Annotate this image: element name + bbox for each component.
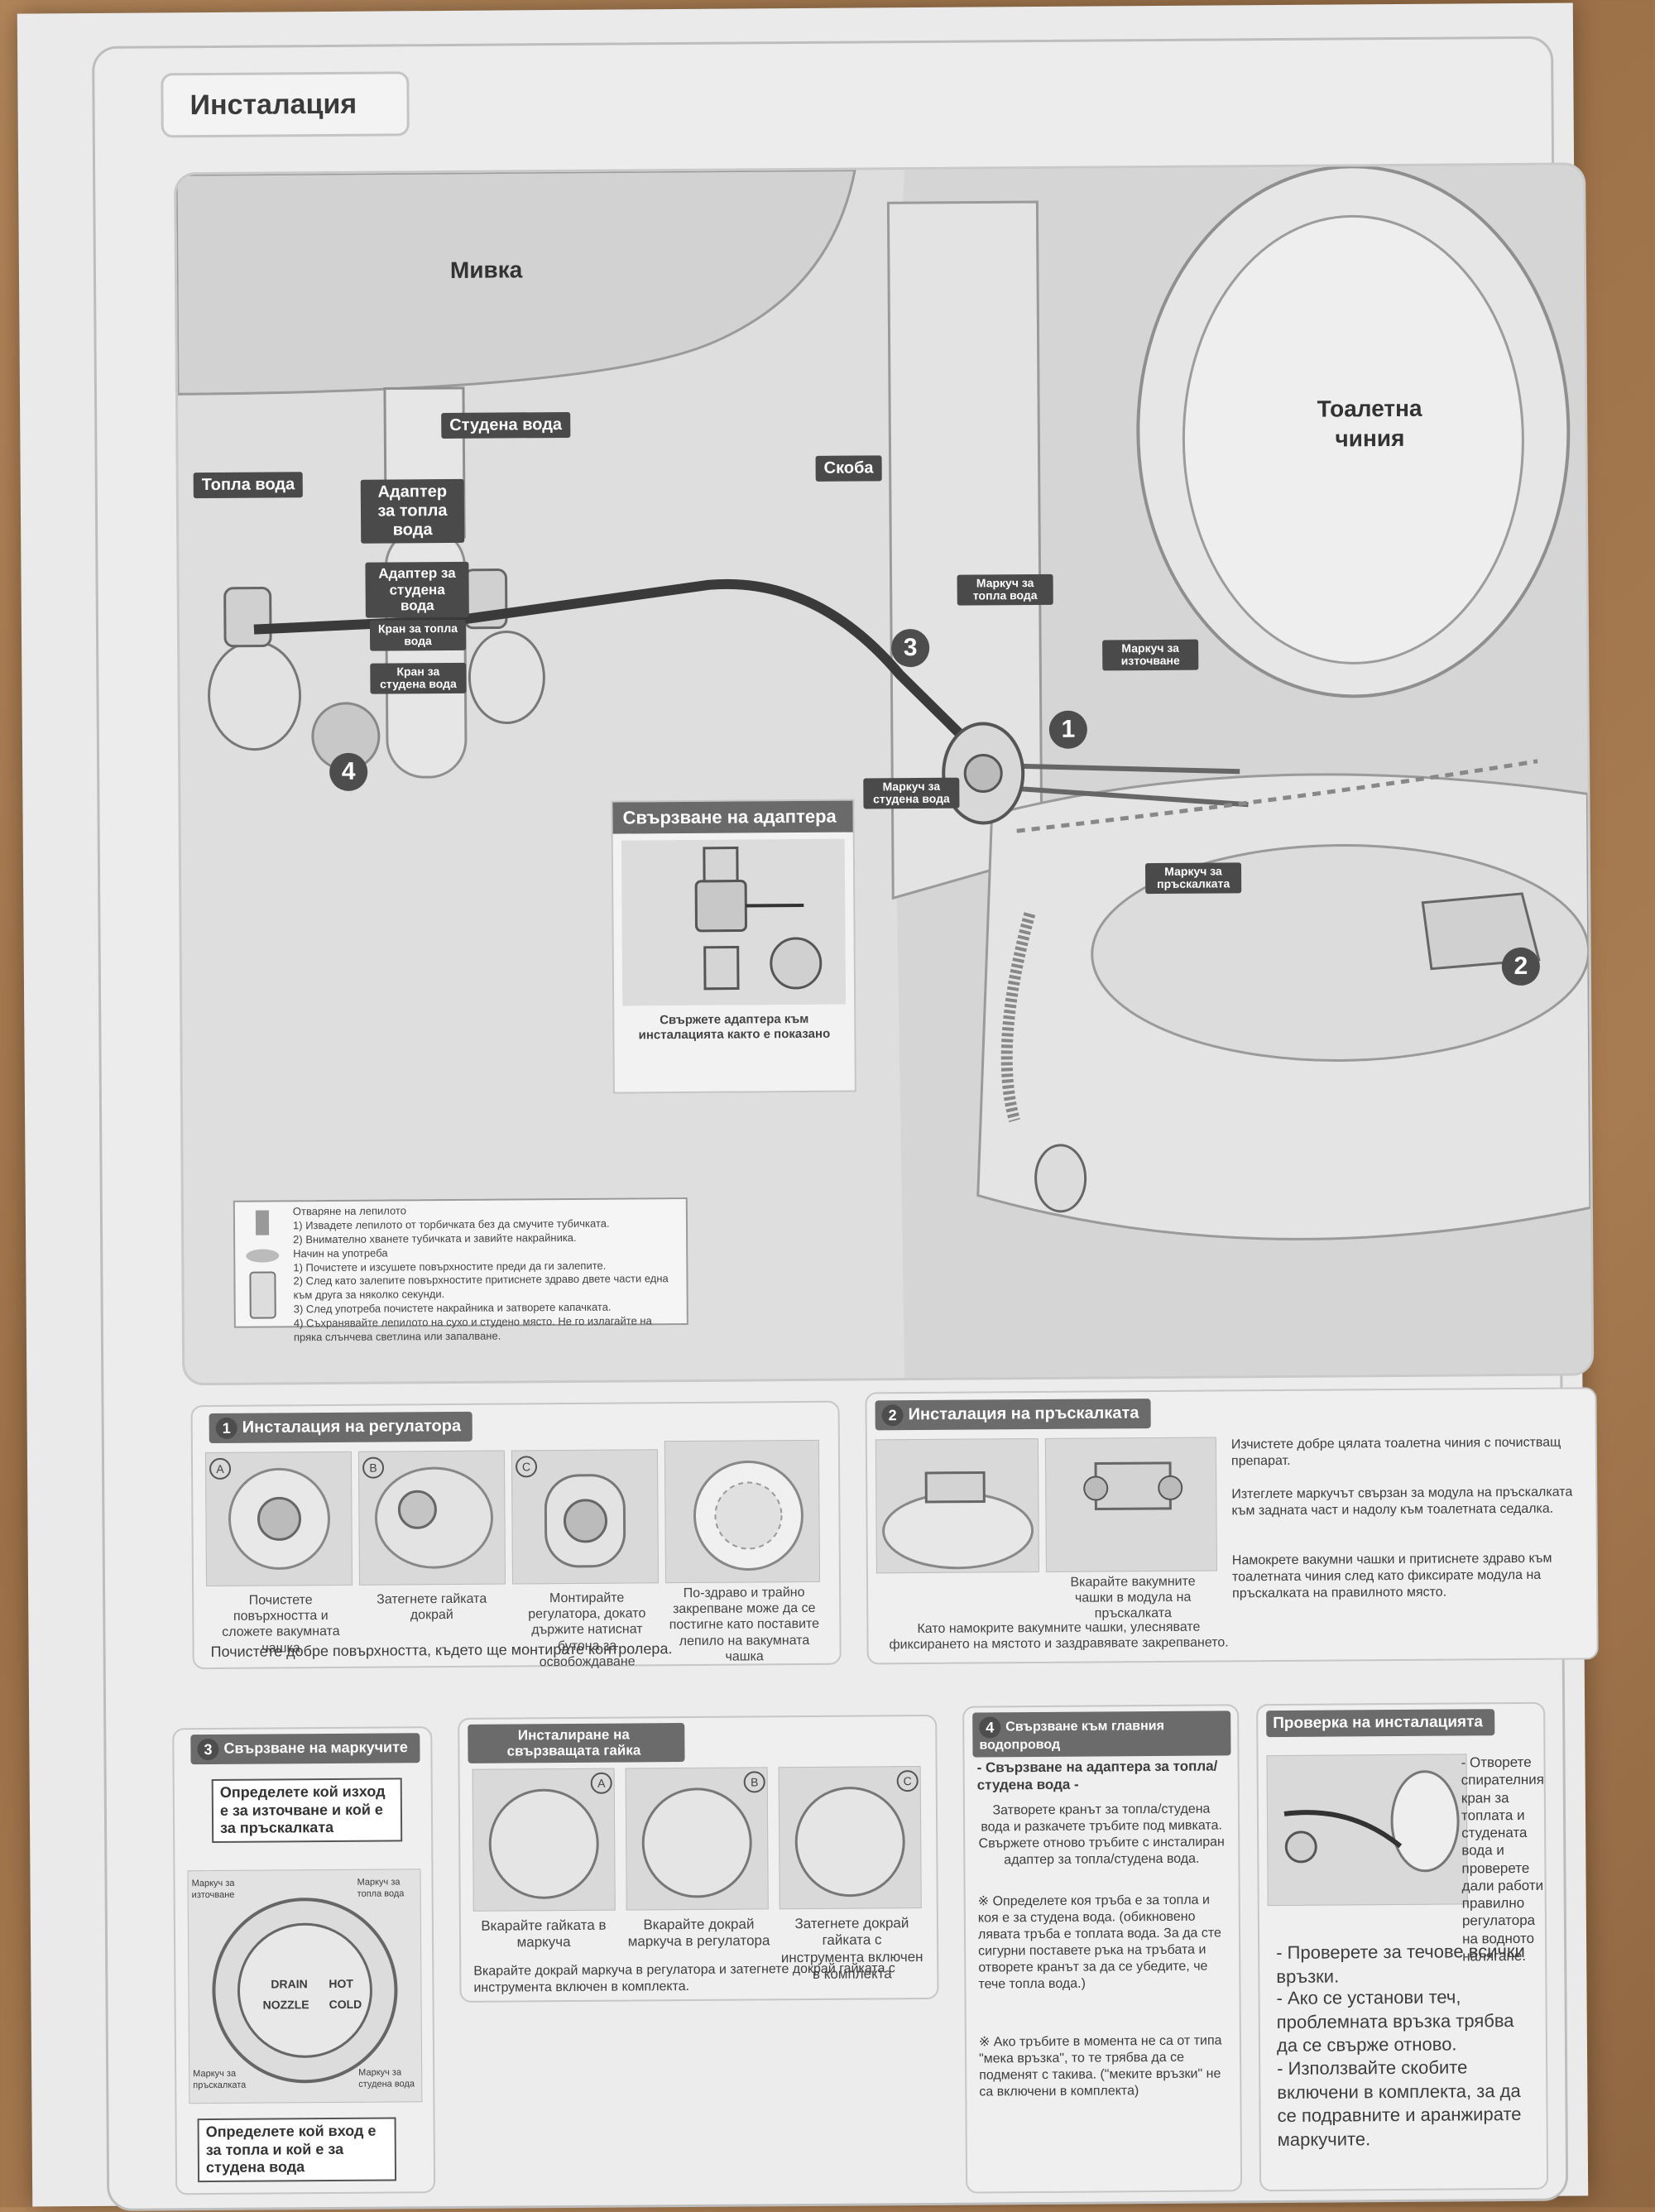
port-hot: HOT	[329, 1976, 354, 1991]
glue-line: 4) Съхранявайте лепилото на сухо и студе…	[293, 1314, 652, 1344]
step-number-2: 2	[1501, 947, 1541, 986]
page-title: Инсталация	[161, 71, 410, 138]
step-number-3: 3	[890, 628, 930, 668]
nut-caption-b: Вкарайте докрай маркуча в регулатора	[627, 1916, 770, 1950]
panel-number: 1	[215, 1417, 237, 1439]
check-bullet-2: - Ако се установи теч, проблемната връзк…	[1276, 1986, 1514, 2056]
tag-cold-tap: Кран за студена вода	[370, 662, 467, 694]
regulator-step-b-image	[357, 1450, 506, 1586]
adapter-inset-caption: Свържете адаптера към инсталацията както…	[638, 1011, 831, 1043]
panel-check-heading: Проверка на инсталацията	[1266, 1709, 1495, 1738]
tag-cold-water: Студена вода	[441, 411, 571, 439]
tag-hot-hose: Маркуч за топла вода	[957, 573, 1053, 606]
tag-cold-hose: Маркуч за студена вода	[863, 777, 960, 809]
nozzle-step-1: Изчистете добре цялата тоалетна чиния с …	[1230, 1435, 1561, 1469]
nozzle-step-2: Изтеглете маркучът свързан за модула на …	[1231, 1485, 1573, 1519]
glue-line: 2) След като залепите повърхностите прит…	[293, 1272, 669, 1302]
tag-hot-adapter: Адаптер за топла вода	[360, 478, 465, 544]
instruction-page: Инсталация	[92, 36, 1599, 2211]
tag-cold-adapter: Адаптер за студена вода	[365, 561, 469, 618]
installation-diagram: Мивка Тоалетна чиния Топла вода Студена …	[174, 162, 1595, 1386]
nozzle-caption-bottom: Като намокрите вакумните чашки, улеснява…	[889, 1619, 1229, 1653]
regulator-glue-image	[664, 1439, 821, 1584]
regulator-step-a-image	[204, 1451, 353, 1587]
mains-note-2: ※ Ако тръбите в момента не са от типа "м…	[978, 2033, 1222, 2099]
glue-tube-icon	[246, 1210, 280, 1319]
label-hot-hose: Маркуч за топла вода	[357, 1877, 405, 1899]
tag-drain-hose: Маркуч за източване	[1102, 639, 1199, 671]
panel-title: Свързване на маркучите	[223, 1739, 408, 1757]
label-drain-hose: Маркуч за източване	[191, 1878, 235, 1900]
panel-title: Свързване към главния водопровод	[979, 1719, 1164, 1753]
nut-footer: Вкарайте докрай маркуча в регулатора и з…	[473, 1961, 895, 1995]
regulator-caption-b: Затегнете гайката докрай	[377, 1591, 487, 1623]
outlet-identify-note: Определете кой изход е за източване и ко…	[211, 1778, 403, 1843]
toilet-label: Тоалетна чиния	[1317, 395, 1422, 452]
mains-subheading: - Свързване на адаптера за топла/студена…	[976, 1758, 1218, 1793]
adapter-inset-heading: Свързване на адаптера	[612, 800, 853, 834]
check-side-text: - Отворете спирателния кран за топлата и…	[1461, 1754, 1545, 1965]
nut-step-c-image	[778, 1766, 922, 1910]
mains-note-1: ※ Определете коя тръба е за топла и коя …	[977, 1893, 1221, 1992]
regulator-caption-glue: По-здраво и трайно закрепване може да се…	[669, 1585, 820, 1664]
nut-step-b-image	[625, 1767, 769, 1911]
paper-sheet: Инсталация	[17, 2, 1599, 2211]
panel-number: 3	[197, 1738, 219, 1761]
regulator-footer: Почистете добре повърхността, където ще …	[210, 1640, 673, 1661]
nozzle-image-1	[875, 1438, 1039, 1574]
check-bullet-1: - Проверете за течове всички връзки.	[1276, 1940, 1525, 1987]
port-drain: DRAIN	[271, 1977, 308, 1991]
label-cold-hose: Маркуч за студена вода	[358, 2067, 415, 2090]
letter-b: B	[362, 1456, 385, 1479]
nozzle-image-2	[1044, 1437, 1217, 1572]
mains-step-1: Затворете кранът за топла/студена вода и…	[978, 1802, 1225, 1868]
step-number-4: 4	[329, 752, 368, 791]
panel-number: 2	[881, 1404, 904, 1427]
letter-a: A	[209, 1457, 232, 1480]
label-nozzle-hose: Маркуч за пръскалката	[193, 2068, 247, 2090]
port-cold: COLD	[329, 1997, 362, 2012]
step-number-1: 1	[1048, 710, 1088, 749]
tag-hot-water: Топла вода	[193, 472, 304, 499]
sink-label: Мивка	[449, 257, 523, 283]
tag-nozzle-hose: Маркуч за пръскалката	[1144, 862, 1242, 894]
port-nozzle: NOZZLE	[262, 1998, 309, 2012]
check-bullet-3: - Използвайте скобите включени в комплек…	[1277, 2056, 1522, 2150]
check-image	[1266, 1754, 1468, 1907]
regulator-ports-image	[187, 1869, 423, 2104]
panel-nut: Инсталиране на свързващата гайка A B C В…	[458, 1714, 939, 2003]
panel-title: Инсталация на регулатора	[242, 1417, 462, 1437]
nut-step-a-image	[472, 1768, 616, 1912]
letter-c: C	[515, 1456, 538, 1478]
adapter-illustration	[621, 838, 847, 1006]
panel-number: 4	[979, 1716, 1001, 1739]
inlet-identify-note: Определете кой вход е за топла и кой е з…	[197, 2117, 397, 2182]
nut-caption-a: Вкарайте гайката в маркуча	[481, 1917, 607, 1950]
adapter-inset: Свързване на адаптера Свържете адаптера …	[611, 799, 856, 1094]
letter-b: B	[743, 1771, 765, 1793]
tag-clip: Скоба	[815, 455, 882, 482]
letter-a: A	[590, 1772, 612, 1794]
panel-check: Проверка на инсталацията - Отворете спир…	[1256, 1701, 1549, 2192]
letter-c: C	[896, 1770, 919, 1792]
glue-text: Отваряне на лепилото 1) Извадете лепилот…	[293, 1202, 683, 1345]
nozzle-caption-mid: Вкарайте вакумните чашки в модула на пръ…	[1070, 1574, 1196, 1621]
regulator-step-c-image	[511, 1449, 660, 1585]
panel-nut-heading: Инсталиране на свързващата гайка	[468, 1723, 685, 1764]
glue-instructions: Отваряне на лепилото 1) Извадете лепилот…	[233, 1197, 688, 1343]
panel-title: Инсталация на пръскалката	[908, 1403, 1139, 1424]
nozzle-step-3: Намокрете вакумни чашки и притиснете здр…	[1231, 1551, 1552, 1601]
tag-hot-tap: Кран за топла вода	[369, 619, 467, 651]
